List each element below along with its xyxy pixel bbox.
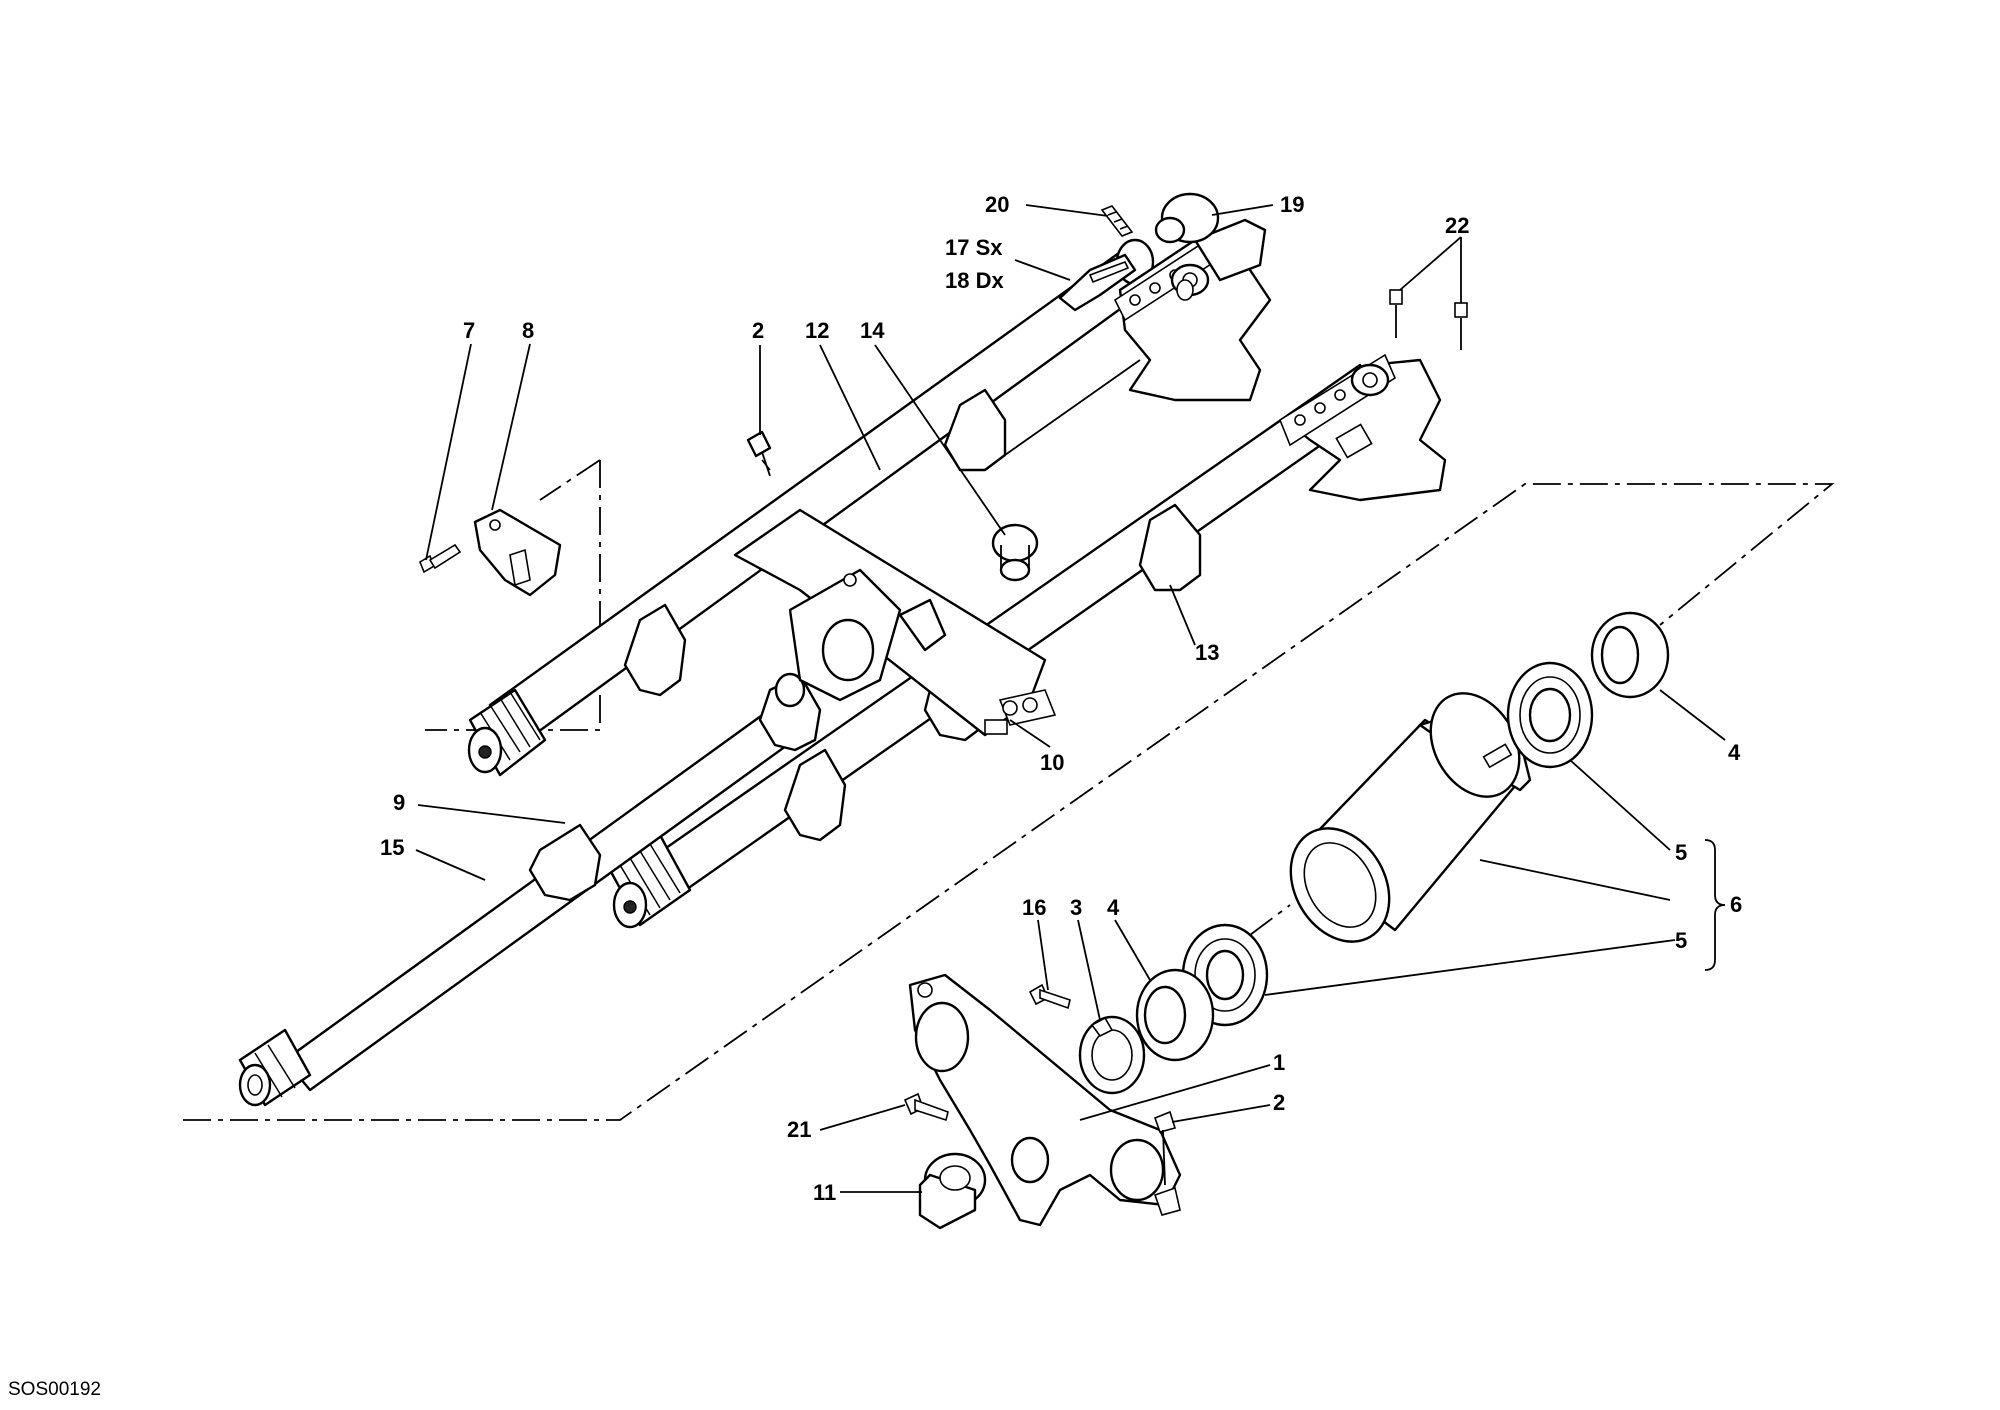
bolt-part-2-upper bbox=[746, 430, 772, 477]
callout-16: 16 bbox=[1022, 895, 1046, 920]
spring-part-20 bbox=[1100, 205, 1134, 237]
callout-15: 15 bbox=[380, 835, 404, 860]
callout-20: 20 bbox=[985, 192, 1009, 217]
callout-19: 19 bbox=[1280, 192, 1304, 217]
lever-part-17-18 bbox=[1058, 253, 1137, 312]
cap-part-19 bbox=[1154, 192, 1220, 244]
fork-inner-tube bbox=[283, 672, 822, 1092]
screw-part-16 bbox=[1028, 983, 1071, 1010]
bolts-part-22 bbox=[1389, 289, 1468, 350]
callout-1: 1 bbox=[1273, 1050, 1285, 1075]
drawing-code: SOS00192 bbox=[8, 1379, 101, 1400]
rear-fork-bottom-end bbox=[467, 688, 547, 777]
callout-13: 13 bbox=[1195, 640, 1219, 665]
callout-12: 12 bbox=[805, 318, 829, 343]
bearing-part-4-lower bbox=[1135, 968, 1215, 1062]
callout-2-lower: 2 bbox=[1273, 1090, 1285, 1115]
inner-tube-bottom-cap bbox=[238, 1028, 312, 1107]
callout-5-upper: 5 bbox=[1675, 840, 1687, 865]
bracket-part-8 bbox=[473, 508, 562, 597]
rear-axle-dropout bbox=[1113, 218, 1272, 402]
nut-part-11 bbox=[918, 1152, 987, 1230]
cap-part-14 bbox=[991, 523, 1039, 582]
callout-4-lower: 4 bbox=[1107, 895, 1120, 920]
callout-17-sx: 17 Sx bbox=[945, 235, 1003, 260]
callout-8: 8 bbox=[522, 318, 534, 343]
callout-2-upper: 2 bbox=[752, 318, 764, 343]
bearing-part-4-upper bbox=[1590, 611, 1670, 699]
callout-18-dx: 18 Dx bbox=[945, 268, 1004, 293]
ring-nut-part-3 bbox=[1078, 1015, 1146, 1095]
upper-triple-clamp bbox=[733, 508, 1057, 737]
callout-leader-lines bbox=[415, 204, 1726, 1193]
callout-10: 10 bbox=[1040, 750, 1064, 775]
callout-9: 9 bbox=[393, 790, 405, 815]
callout-labels: 20 19 17 Sx 18 Dx 22 7 8 2 12 14 13 10 9… bbox=[380, 192, 1742, 1205]
front-axle-dropout bbox=[1279, 353, 1447, 502]
callout-5-lower: 5 bbox=[1675, 928, 1687, 953]
callout-6: 6 bbox=[1730, 892, 1742, 917]
bolt-part-21 bbox=[903, 1092, 949, 1122]
callout-3: 3 bbox=[1070, 895, 1082, 920]
callout-21: 21 bbox=[787, 1117, 811, 1142]
callout-22: 22 bbox=[1445, 213, 1469, 238]
callout-11: 11 bbox=[813, 1180, 836, 1205]
steering-head-tube bbox=[1289, 692, 1532, 943]
callout-4-upper: 4 bbox=[1728, 740, 1741, 765]
callout-14: 14 bbox=[860, 318, 885, 343]
bearing-part-5-upper bbox=[1506, 661, 1594, 769]
callout-7: 7 bbox=[463, 318, 475, 343]
bolt-part-2-lower bbox=[1153, 1110, 1177, 1186]
screw-part-7 bbox=[419, 543, 462, 574]
lower-triple-clamp bbox=[908, 973, 1182, 1227]
